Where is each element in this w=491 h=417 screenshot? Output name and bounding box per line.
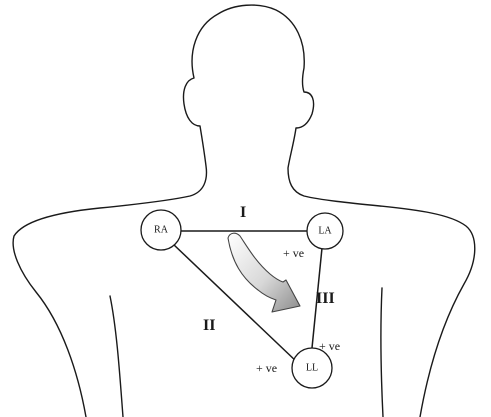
lead-iii-label: III	[316, 290, 335, 307]
la-positive-label: + ve	[283, 246, 304, 260]
ll-positive-label-left: + ve	[256, 361, 277, 375]
ra-electrode: RA	[141, 210, 181, 250]
lead-ii-label: II	[203, 317, 215, 334]
ll-positive-label-right: + ve	[319, 339, 340, 353]
lead-i-label: I	[240, 204, 246, 221]
ra-label: RA	[154, 225, 169, 236]
la-electrode: LA	[307, 213, 343, 249]
ll-label: LL	[306, 363, 318, 374]
ll-electrode: LL	[292, 348, 332, 388]
la-label: LA	[318, 226, 332, 237]
